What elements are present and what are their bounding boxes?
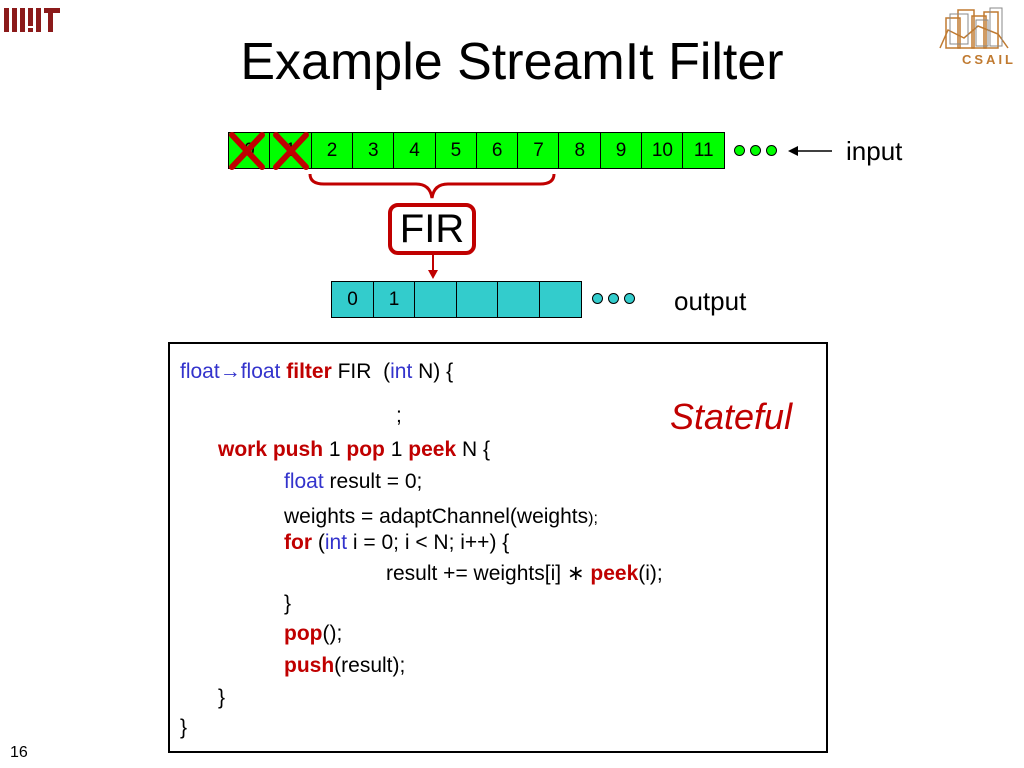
code-token: ); [588,510,598,527]
ellipsis-dots-icon [766,145,777,156]
code-token: (); [322,622,343,645]
input-cell: 3 [351,132,395,169]
page-number: 16 [10,744,28,761]
code-token: peek [590,562,639,585]
output-cell: 0 [331,281,374,318]
code-line-state: ; [396,404,402,427]
ellipsis-dots-icon [750,145,761,156]
output-label: output [674,286,747,316]
arrow-right-icon: → [219,360,241,383]
arrow-left-icon [788,146,832,156]
fir-filter-box: FIR [388,203,476,255]
input-cell: 7 [517,132,560,169]
code-token: for [284,531,312,554]
code-token: pop [284,622,323,645]
code-token: push [272,438,324,461]
input-cell: 5 [434,132,478,169]
ellipsis-dots-icon [624,293,635,304]
csail-logo-text: CSAIL [962,52,1016,67]
code-token: float [284,470,324,493]
stateful-label: Stateful [670,396,793,437]
code-line-close-filter: } [180,716,188,739]
code-token: (i); [638,562,663,585]
input-cell: 2 [310,132,354,169]
output-cell [538,281,582,318]
ellipsis-dots-icon [608,293,619,304]
input-cell: 9 [599,132,643,169]
code-token: result = 0; [329,470,423,493]
code-box [168,342,828,753]
code-line-close-work: } [218,686,226,709]
code-token: filter [286,360,332,383]
code-token: work [218,438,268,461]
csail-logo: CSAIL [928,4,1020,74]
mit-logo [4,8,60,32]
code-line-adapt: weights = adaptChannel(weights); [284,505,598,531]
code-token: peek [408,438,457,461]
ellipsis-dots-icon [592,293,603,304]
code-line-pop: pop(); [284,622,342,646]
input-cell: 8 [558,132,602,169]
x-mark-icon [229,132,309,170]
code-token: int [390,360,413,383]
input-label: input [846,136,903,166]
code-token: N) { [418,360,454,383]
code-token: push [284,654,335,677]
code-line-work: work push 1 pop 1 peek N { [218,438,490,462]
code-token: float [240,360,281,383]
code-token: 1 [328,438,341,461]
code-line-close-for: } [284,592,292,615]
output-cell: 1 [372,281,416,318]
code-token: ( [317,531,325,554]
slide-title: Example StreamIt Filter [240,33,784,91]
input-cell: 11 [682,132,726,169]
output-cell [414,281,457,318]
output-cell [497,281,540,318]
code-token: weights = adaptChannel(weights [284,505,589,528]
ellipsis-dots-icon [734,145,745,156]
input-cell: 4 [393,132,436,169]
code-token: pop [346,438,385,461]
code-token: N { [461,438,490,461]
code-token: result += weights[i] [386,562,562,585]
code-token: int [324,531,348,554]
input-cell: 6 [475,132,519,169]
csail-buildings-icon [939,7,1009,49]
code-token: (result); [334,654,406,677]
code-token: 1 [390,438,403,461]
code-token: FIR [337,360,372,383]
arrow-down-icon [428,254,438,279]
asterisk-icon: ∗ [566,562,585,585]
input-cell: 10 [641,132,684,169]
code-token: float [180,360,220,383]
code-line-push: push(result); [284,654,405,678]
code-line-for: for (int i = 0; i < N; i++) { [284,531,509,555]
output-cell [455,281,499,318]
code-line-accumulate: result += weights[i] ∗ peek(i); [386,562,663,586]
code-line-signature: float→float filter FIR (int N) { [180,360,453,384]
code-token: ( [383,360,391,383]
brace-icon [308,173,556,199]
code-line-result-init: float result = 0; [284,470,422,494]
code-token: i = 0; i < N; i++) { [352,531,510,554]
